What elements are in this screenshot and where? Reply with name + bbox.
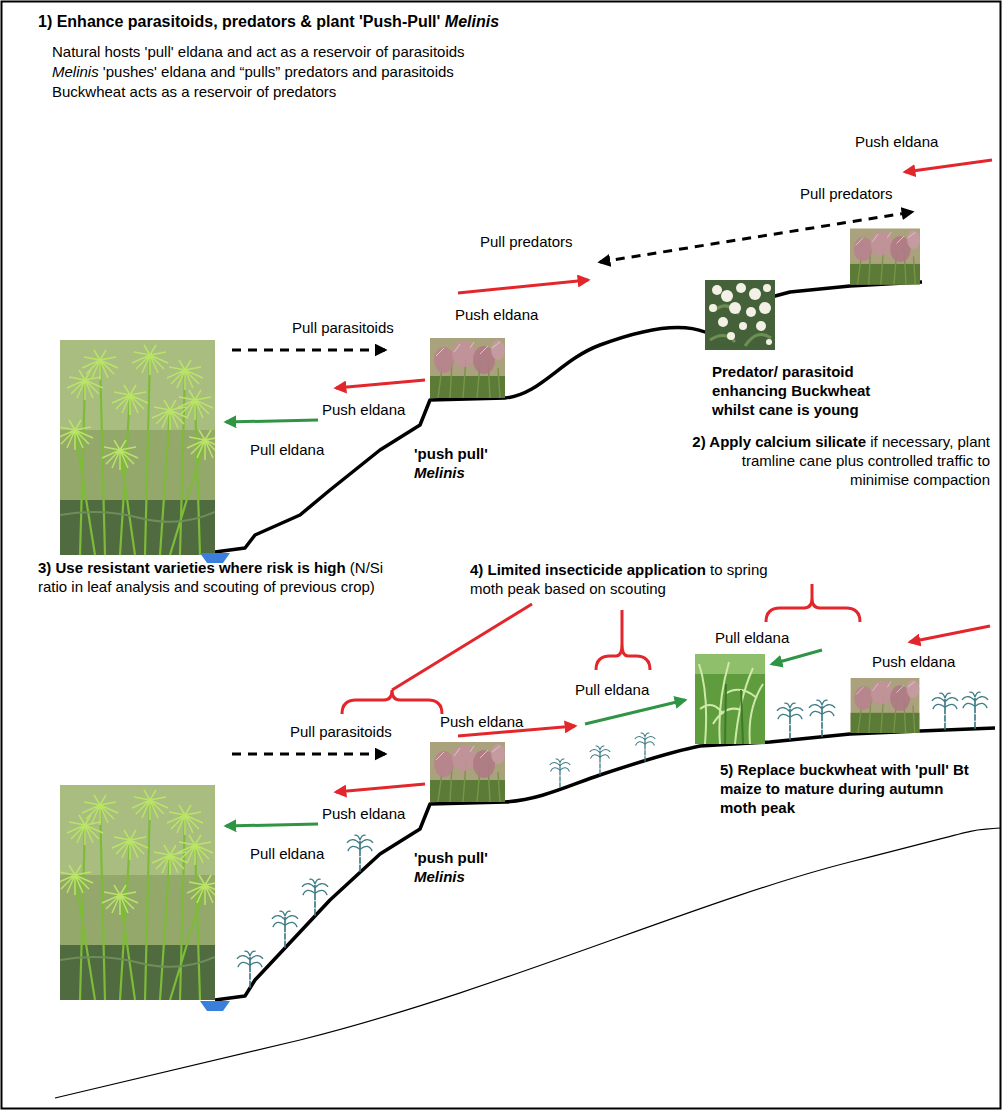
arrow-label: Pull parasitoids <box>290 722 392 741</box>
text-run: Melinis <box>414 867 488 886</box>
sugarcane-icon <box>635 733 656 762</box>
text-run: Push eldana <box>872 653 955 670</box>
push-arrow <box>905 160 992 172</box>
step-text: 2) Apply calcium silicate if necessary, … <box>685 432 990 489</box>
plant-caption: 'push pull' Melinis <box>414 848 488 886</box>
text-run: Push eldana <box>455 306 538 323</box>
text-run: Pull eldana <box>715 629 789 646</box>
arrow-label: Push eldana <box>322 804 405 823</box>
text-run: Predator/ parasitoid enhancing Buckwheat… <box>712 363 870 418</box>
step-text: 3) Use resistant varieties where risk is… <box>38 558 388 596</box>
text-run: 4) Limited insecticide application <box>470 561 706 578</box>
pull-arrow-dashed <box>600 212 912 262</box>
melinis-photo <box>430 338 505 398</box>
sugarcane-icon <box>237 951 263 988</box>
push-arrow <box>336 380 425 388</box>
text-run: Melinis <box>52 63 99 80</box>
bracket-leader <box>621 610 624 644</box>
sugarcane-icon <box>347 835 373 872</box>
text-run: Push eldana <box>855 133 938 150</box>
plant-caption: 'push pull' Melinis <box>414 444 488 482</box>
melinis-photo <box>851 678 920 733</box>
sugarcane-icon <box>272 911 298 948</box>
pull-arrow <box>772 650 822 664</box>
text-run: Pull parasitoids <box>290 723 392 740</box>
bracket-leader <box>392 604 532 690</box>
bracket <box>766 598 860 622</box>
note-text: Buckwheat acts as a reservoir of predato… <box>52 82 336 101</box>
text-run: Pull predators <box>480 233 573 250</box>
text-run: 3) Use resistant varieties where risk is… <box>38 559 346 576</box>
arrow-label: Push eldana <box>455 305 538 324</box>
arrow-label: Pull eldana <box>575 680 649 699</box>
arrow-label: Pull eldana <box>250 440 324 459</box>
sugarcane-icon <box>302 879 328 916</box>
ground-line <box>215 282 922 552</box>
melinis-photo <box>850 229 920 285</box>
bracket-leader <box>811 584 814 598</box>
pull-arrow <box>226 420 318 422</box>
arrow-label: Push eldana <box>440 712 523 731</box>
text-run: Melinis <box>445 13 499 30</box>
push-arrow <box>910 626 990 642</box>
text-run: Push eldana <box>322 805 405 822</box>
text-run: Natural hosts 'pull' eldana and act as a… <box>52 43 465 60</box>
step-text: 5) Replace buckwheat with 'pull' Bt maiz… <box>720 760 970 817</box>
text-run: Buckwheat acts as a reservoir of predato… <box>52 83 336 100</box>
text-run: 1) Enhance parasitoids, predators & plan… <box>38 13 445 30</box>
text-run: Push eldana <box>322 401 405 418</box>
arrow-label: Push eldana <box>872 652 955 671</box>
plant-caption: Predator/ parasitoid enhancing Buckwheat… <box>712 362 882 419</box>
sugarcane-icon <box>932 693 958 730</box>
pull-arrow-dashed <box>232 349 385 352</box>
text-run: 'pushes' eldana and “pulls” predators an… <box>99 63 454 80</box>
bracket <box>596 644 650 670</box>
arrow-label: Pull eldana <box>715 628 789 647</box>
pull-arrow-dashed <box>232 753 385 756</box>
buckwheat-photo <box>705 280 775 350</box>
sugarcane-icon <box>777 703 803 740</box>
sugarcane-icon <box>809 700 835 737</box>
text-run: 2) Apply calcium silicate <box>692 433 866 450</box>
arrow-label: Push eldana <box>322 400 405 419</box>
arrow-label: Pull predators <box>800 184 893 203</box>
pull-arrow <box>585 700 685 724</box>
text-run: Pull eldana <box>250 845 324 862</box>
text-run: Pull parasitoids <box>292 319 394 336</box>
text-run: 'push pull' <box>414 445 488 462</box>
text-run: 5) Replace buckwheat with 'pull' Bt maiz… <box>720 761 969 816</box>
arrow-label: Pull parasitoids <box>292 318 394 337</box>
sugarcane-icon <box>962 692 988 729</box>
maize-photo <box>695 654 765 744</box>
push-arrow <box>336 784 425 792</box>
text-run: Pull eldana <box>250 441 324 458</box>
bracket <box>342 690 442 714</box>
text-run: Pull predators <box>800 185 893 202</box>
push-arrow <box>458 280 588 293</box>
arrow-label: Pull eldana <box>250 844 324 863</box>
section-heading: 1) Enhance parasitoids, predators & plan… <box>38 12 499 31</box>
pull-arrow <box>226 824 318 826</box>
arrow-label: Pull predators <box>480 232 573 251</box>
melinis-photo <box>430 742 505 802</box>
sugarcane-icon <box>550 759 571 788</box>
text-run: Push eldana <box>440 713 523 730</box>
text-run: 'push pull' <box>414 849 488 866</box>
text-run: Melinis <box>414 463 488 482</box>
arrow-label: Push eldana <box>855 132 938 151</box>
ground-line <box>215 728 995 1000</box>
sugarcane-icon <box>590 746 611 775</box>
note-text: Melinis 'pushes' eldana and “pulls” pred… <box>52 62 454 81</box>
text-run: Pull eldana <box>575 681 649 698</box>
papyrus-photo <box>57 340 223 555</box>
water-symbol <box>200 1001 230 1011</box>
step-text: 4) Limited insecticide application to sp… <box>470 560 790 598</box>
papyrus-photo <box>57 785 223 1000</box>
note-text: Natural hosts 'pull' eldana and act as a… <box>52 42 465 61</box>
